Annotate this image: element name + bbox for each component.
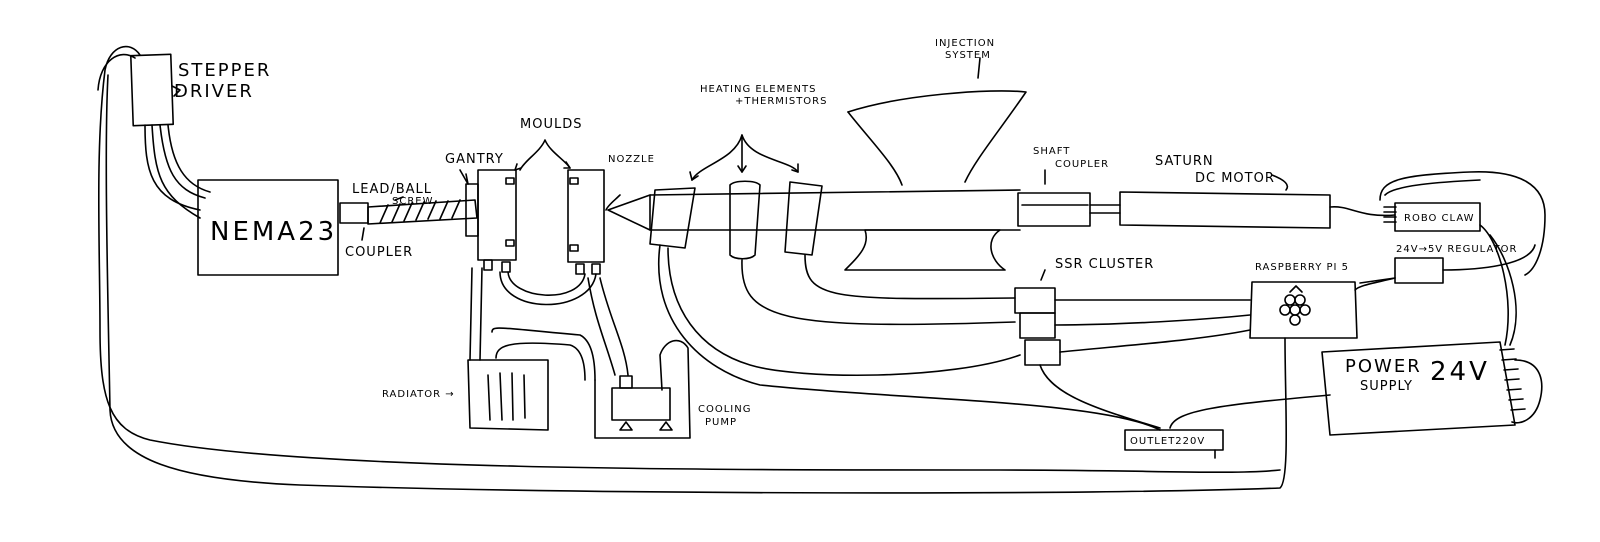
label-nema23: NEMA23: [210, 217, 337, 247]
injection-hopper: [844, 57, 1027, 271]
label-shaft-coupler: COUPLER: [1055, 159, 1109, 170]
label-moulds: MOULDS: [520, 117, 582, 132]
power-supply: [1321, 341, 1543, 436]
label-thermistors: +THERMISTORS: [735, 96, 827, 107]
coupler: [339, 202, 369, 241]
label-pump: PUMP: [705, 417, 737, 428]
mould-left: [477, 169, 517, 273]
lead-screw: [367, 196, 478, 225]
label-screw: SCREW: [392, 196, 433, 207]
label-outlet: OUTLET220V: [1130, 436, 1205, 447]
label-stepper: STEPPER: [178, 60, 271, 81]
heater-2: [729, 180, 761, 260]
heaters-bracket: [689, 134, 799, 181]
label-24v: 24V: [1430, 357, 1490, 387]
raspberry-pi: [1249, 281, 1358, 339]
label-nozzle: NOZZLE: [608, 154, 655, 165]
nema23-motor: [197, 179, 339, 276]
radiator: [467, 359, 549, 431]
heater-1: [649, 187, 696, 249]
label-injection: INJECTION: [935, 38, 995, 49]
nozzle: [605, 194, 651, 231]
label-radiator: RADIATOR →: [382, 389, 455, 400]
mould-right: [567, 169, 605, 275]
cooling-hoses: [469, 267, 629, 381]
shaft-coupler: [1017, 169, 1091, 227]
label-supply: SUPPLY: [1360, 379, 1413, 394]
label-system: SYSTEM: [945, 50, 991, 61]
label-coupler: COUPLER: [345, 245, 413, 260]
ssr-cluster: [1014, 269, 1061, 366]
stepper-driver: [129, 53, 181, 127]
label-robo-claw: ROBO CLAW: [1404, 213, 1475, 224]
saturn-dc-motor: [1119, 174, 1331, 229]
barrel: [649, 189, 1021, 231]
shaft: [1089, 204, 1121, 214]
label-saturn: SATURN: [1155, 154, 1214, 169]
raspberry-icon: [1279, 285, 1311, 326]
label-lead-ball: LEAD/BALL: [352, 182, 432, 197]
outlet-220v: [657, 244, 1331, 459]
label-dc-motor: DC MOTOR: [1195, 171, 1275, 186]
label-cooling: COOLING: [698, 404, 751, 415]
label-raspberry-pi: RASPBERRY PI 5: [1255, 262, 1349, 273]
cooling-pump: [594, 339, 691, 439]
moulds-bracket: [514, 139, 571, 171]
voltage-regulator: [1359, 224, 1536, 346]
heater-3: [784, 181, 823, 256]
label-ssr-cluster: SSR CLUSTER: [1055, 257, 1154, 272]
label-driver: DRIVER: [174, 81, 254, 102]
robo-claw: [1329, 171, 1546, 276]
label-shaft: SHAFT: [1033, 146, 1070, 157]
label-power: POWER: [1345, 356, 1422, 377]
label-gantry: GANTRY: [445, 152, 504, 167]
label-regulator: 24V→5V REGULATOR: [1396, 244, 1517, 255]
label-heating: HEATING ELEMENTS: [700, 84, 816, 95]
heater-wiring: [667, 247, 1396, 377]
mould-connection-loop: [499, 271, 597, 306]
stepper-wiring: [97, 45, 1288, 494]
